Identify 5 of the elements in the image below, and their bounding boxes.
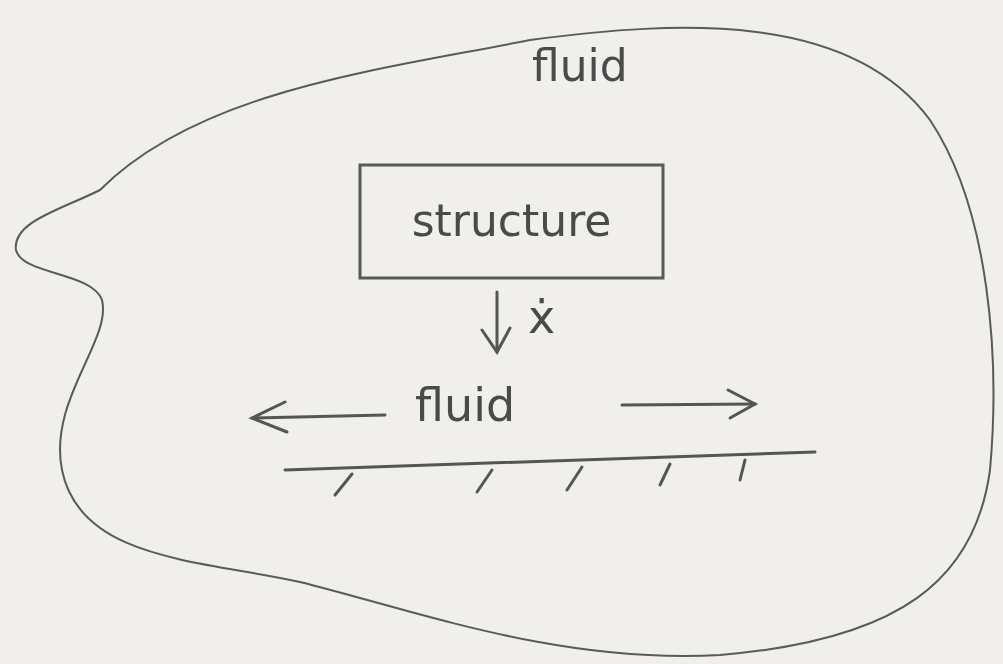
velocity-symbol: ẋ: [528, 290, 556, 344]
process-box: [358, 163, 665, 280]
region-label: fluid: [415, 378, 516, 432]
node-label: structure: [410, 195, 613, 247]
region-label: fluid: [532, 40, 628, 91]
